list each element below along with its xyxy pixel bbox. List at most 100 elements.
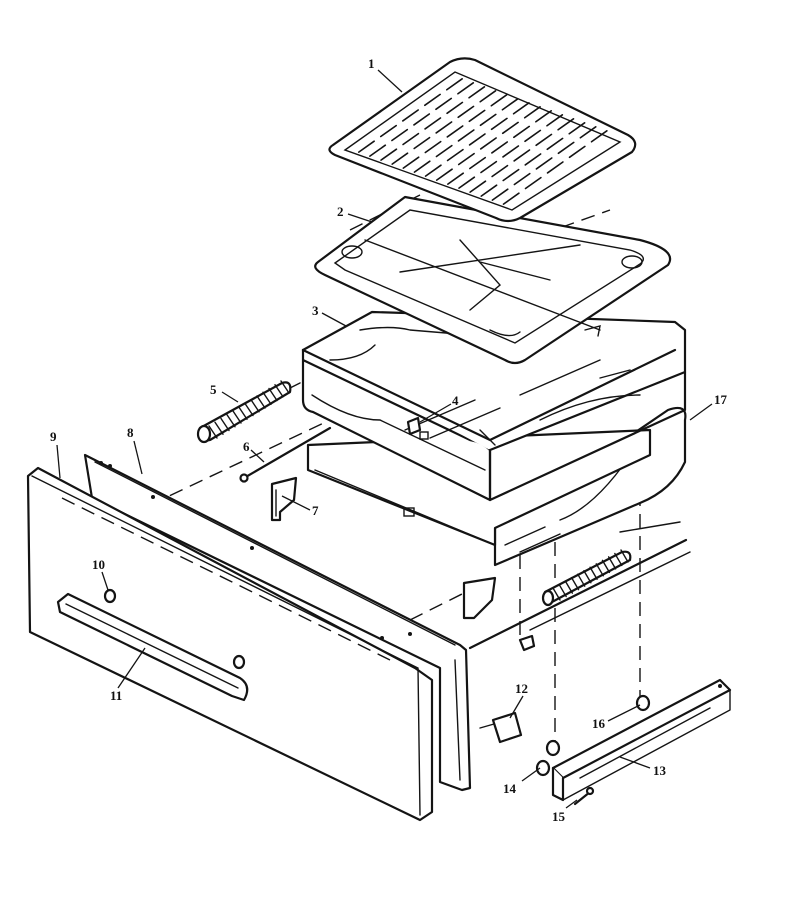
grid-slot bbox=[546, 137, 564, 151]
broiler-grid bbox=[328, 57, 637, 223]
right-spring-coils bbox=[552, 549, 629, 601]
grid-slot bbox=[513, 149, 531, 162]
grid-slot bbox=[446, 125, 464, 138]
grid-slot bbox=[369, 144, 387, 157]
spring-coil bbox=[570, 576, 580, 591]
grid-slot bbox=[501, 121, 519, 135]
door-front-panel bbox=[26, 466, 434, 822]
drawer-rail bbox=[551, 678, 732, 802]
grid-slot bbox=[512, 102, 530, 115]
grid-slot bbox=[590, 130, 608, 143]
grid-slot bbox=[402, 156, 420, 169]
spring-coil bbox=[620, 549, 629, 563]
grid-slot bbox=[502, 192, 520, 205]
grid-slot bbox=[435, 144, 453, 158]
grid-slot bbox=[435, 97, 453, 111]
grid-slot bbox=[413, 136, 431, 150]
grid-slot bbox=[446, 101, 464, 115]
grid-slot bbox=[391, 128, 409, 142]
spring-coil bbox=[226, 414, 236, 428]
grid-slot bbox=[513, 125, 531, 139]
spring-coil bbox=[607, 556, 617, 570]
grid-slot bbox=[446, 148, 464, 162]
callout-part-3: 3 bbox=[312, 303, 319, 318]
callout-part-16: 16 bbox=[592, 716, 606, 731]
spring-coil bbox=[564, 580, 574, 594]
callout-part-11: 11 bbox=[110, 688, 122, 703]
callout-part-2: 2 bbox=[337, 204, 344, 219]
spring-coil bbox=[558, 583, 567, 598]
drawer-body bbox=[301, 310, 687, 547]
grid-slot bbox=[413, 113, 431, 126]
callout-part-1: 1 bbox=[368, 56, 375, 71]
spring-coil bbox=[214, 421, 224, 435]
callout-part-10: 10 bbox=[92, 557, 105, 572]
clip bbox=[406, 416, 429, 440]
grid-slot bbox=[435, 121, 453, 134]
grid-slot bbox=[491, 141, 509, 154]
grid-slot bbox=[469, 156, 487, 170]
spring-coil bbox=[208, 425, 218, 439]
grid-slot bbox=[468, 133, 486, 146]
spring-coil bbox=[601, 559, 611, 574]
inner-door-panel bbox=[83, 453, 472, 792]
spring-coil bbox=[262, 391, 272, 405]
grid-slot bbox=[479, 113, 497, 127]
spring-coils bbox=[208, 380, 290, 439]
grid-slot bbox=[502, 168, 520, 182]
spring-coil bbox=[552, 587, 561, 601]
door-handle bbox=[56, 592, 249, 702]
grid-slot bbox=[424, 117, 442, 130]
callout-part-4: 4 bbox=[452, 393, 459, 408]
spring-coil bbox=[589, 566, 598, 580]
grid-slot bbox=[568, 145, 586, 159]
grid-slot bbox=[457, 129, 475, 142]
spring-coil bbox=[595, 563, 604, 577]
drawer-spring bbox=[196, 380, 301, 444]
callout-labels: 1 2 3 4 5 6 7 8 9 10 11 12 13 14 15 16 1… bbox=[50, 56, 728, 824]
callout-part-8: 8 bbox=[127, 425, 134, 440]
grid-slot bbox=[357, 140, 375, 153]
grid-slot bbox=[557, 118, 575, 131]
grid-slot bbox=[457, 82, 475, 95]
rollers bbox=[535, 694, 651, 777]
bracket-left bbox=[270, 476, 298, 522]
grid-slot bbox=[479, 137, 497, 150]
spring-coil bbox=[220, 417, 230, 432]
spring-coil bbox=[268, 387, 278, 402]
spring-coil bbox=[232, 410, 242, 424]
spring-coil bbox=[274, 384, 284, 398]
spring-coil bbox=[244, 402, 254, 417]
grid-slot bbox=[469, 180, 487, 193]
grid-slot bbox=[513, 172, 531, 186]
grid-slot bbox=[402, 132, 420, 146]
callout-part-15: 15 bbox=[552, 809, 566, 824]
bracket-right bbox=[462, 576, 497, 620]
grid-slot bbox=[468, 86, 486, 99]
grid-slot bbox=[579, 126, 597, 139]
grid-slot bbox=[491, 164, 509, 178]
grid-slot bbox=[523, 106, 541, 119]
grid-slot bbox=[568, 122, 586, 135]
grid-slot bbox=[535, 133, 553, 147]
spring-coil bbox=[280, 380, 290, 394]
grid-slot bbox=[468, 109, 486, 123]
grid-slot bbox=[424, 164, 442, 177]
grid-slot bbox=[524, 129, 542, 143]
broiler-pan bbox=[314, 195, 672, 365]
grid-slot bbox=[524, 176, 542, 190]
grid-slot bbox=[491, 188, 509, 201]
callout-part-14: 14 bbox=[503, 781, 517, 796]
grid-slot bbox=[501, 98, 519, 111]
callout-part-6: 6 bbox=[243, 439, 250, 454]
slide-rod-assembly bbox=[468, 521, 691, 652]
grid-slot bbox=[502, 145, 520, 158]
spring-coil bbox=[250, 399, 260, 413]
callout-part-12: 12 bbox=[515, 681, 528, 696]
grid-slot bbox=[457, 152, 475, 166]
spring-coil bbox=[583, 570, 592, 584]
grid-slot bbox=[391, 152, 409, 165]
grid-slot bbox=[458, 176, 476, 189]
callout-part-9: 9 bbox=[50, 429, 57, 444]
